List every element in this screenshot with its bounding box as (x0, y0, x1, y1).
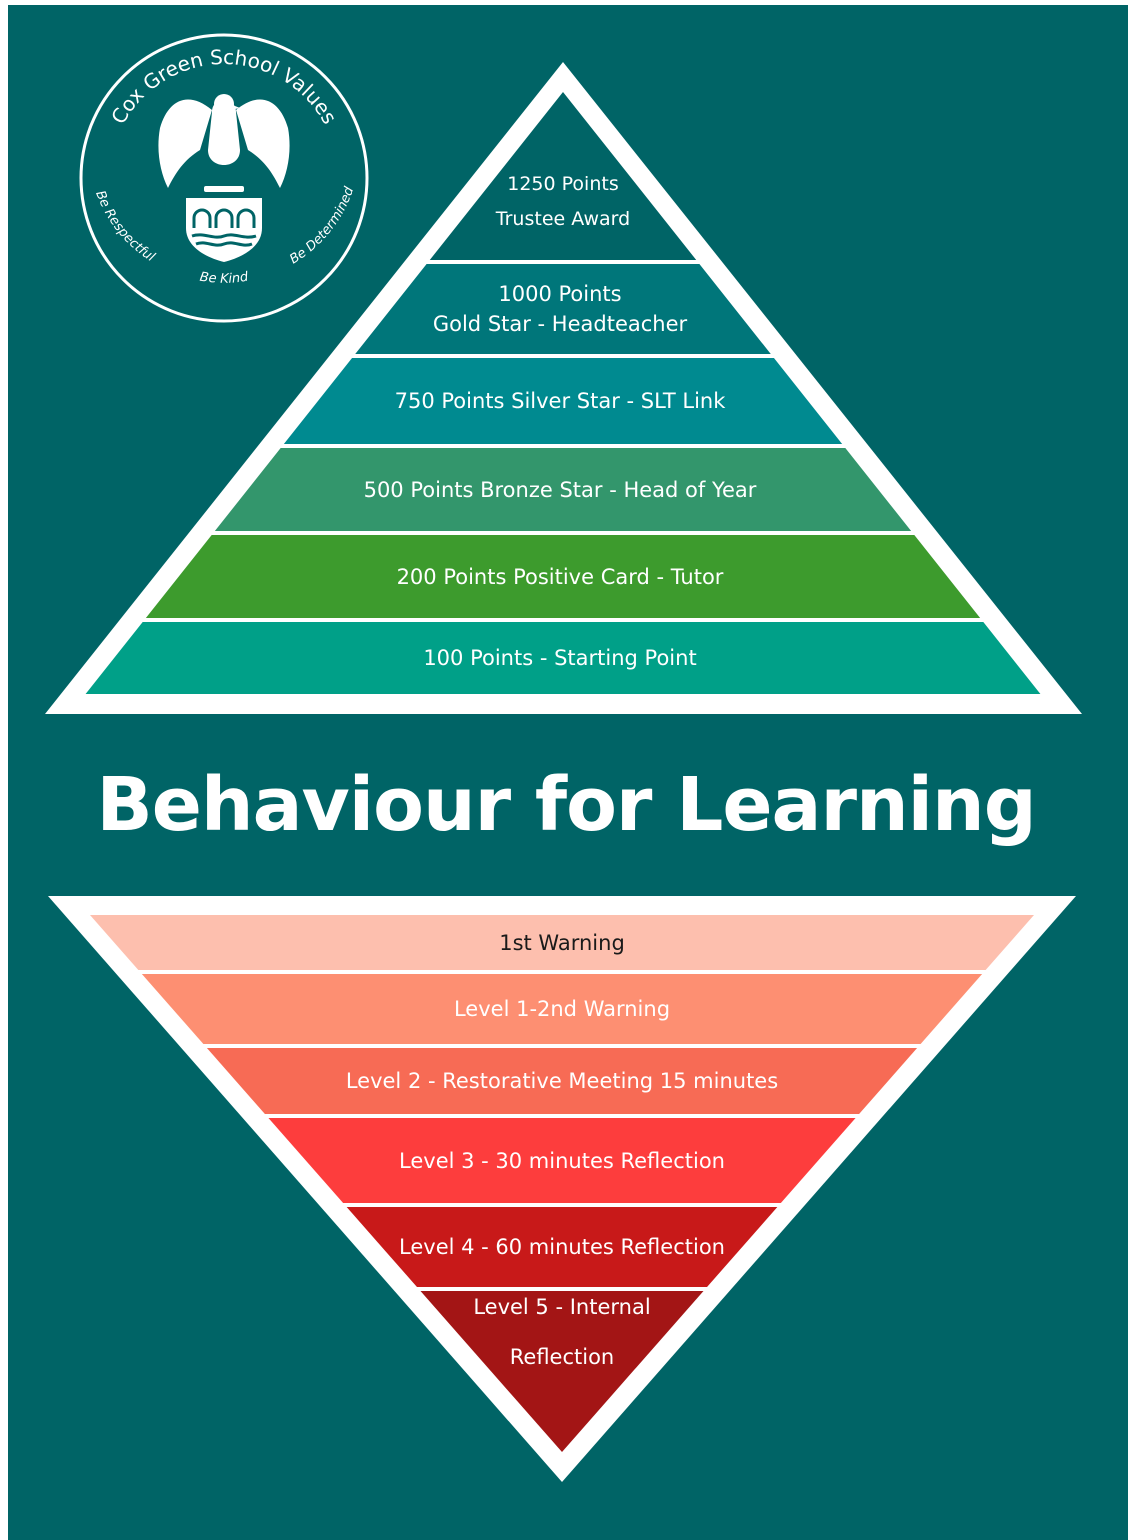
sanction-tier-band (206, 1048, 918, 1114)
sanction-tier-line: Level 1-2nd Warning (453, 997, 671, 1021)
reward-pyramid (85, 92, 1041, 694)
sanction-tier-band (141, 974, 983, 1044)
reward-tier-band (145, 535, 981, 618)
reward-tier-label: 500 Points Bronze Star - Head of Year (364, 475, 757, 505)
sanction-tier-line: 1st Warning (499, 930, 625, 955)
reward-tier-line: 100 Points - Starting Point (423, 646, 697, 670)
reward-tier-label: 200 Points Positive Card - Tutor (397, 562, 724, 592)
sanction-tier-line: Level 3 - 30 minutes Reflection (399, 1148, 725, 1173)
sanction-tier-label: Level 2 - Restorative Meeting 15 minutes (346, 1066, 778, 1096)
sanction-tier-label: Level 3 - 30 minutes Reflection (399, 1146, 725, 1176)
reward-tier-line: 500 Points Bronze Star - Head of Year (363, 477, 757, 502)
sanction-tier-label: Level 4 - 60 minutes Reflection (399, 1232, 725, 1262)
reward-tier-band (85, 622, 1041, 694)
main-title: Behaviour for Learning (96, 762, 1036, 848)
reward-tier-label: 100 Points - Starting Point (423, 643, 696, 673)
reward-tier-line: 1250 Points (507, 173, 619, 195)
reward-tier-line: Trustee Award (495, 208, 631, 230)
reward-tier-line: Gold Star - Headteacher (432, 312, 688, 336)
reward-tier-band (214, 448, 912, 531)
sanction-tier-label: 1st Warning (499, 928, 625, 958)
sanction-tier-line: Level 4 - 60 minutes Reflection (399, 1235, 725, 1259)
seal-value-2: Be Kind (199, 270, 250, 287)
sanction-tier-line: Level 5 - Internal (473, 1295, 651, 1319)
sanction-tier-label: Level 1-2nd Warning (454, 994, 670, 1024)
sanction-tier-band (420, 1291, 704, 1452)
reward-tier-label: 750 Points Silver Star - SLT Link (395, 386, 726, 416)
reward-tier-line: 1000 Points (498, 282, 622, 306)
sanction-tier-band (90, 915, 1034, 970)
school-seal: Cox Green School Values Be Respectful Be… (79, 33, 369, 323)
reward-tier-line: 200 Points Positive Card - Tutor (396, 564, 724, 589)
sanction-tier-line: Reflection (509, 1345, 615, 1369)
reward-tier-band (355, 264, 771, 354)
reward-tier-band (429, 92, 697, 260)
reward-tier-line: 750 Points Silver Star - SLT Link (394, 389, 726, 413)
sanction-tier-band (346, 1207, 778, 1287)
seal-value-3: Be Determined (287, 184, 357, 267)
reward-tier-band (283, 358, 843, 444)
shield-bridge-icon (191, 208, 257, 247)
sanction-tier-band (268, 1118, 856, 1203)
sanction-tier-line: Level 2 - Restorative Meeting 15 minutes (345, 1069, 779, 1093)
eagle-crest-icon (158, 94, 290, 262)
sanction-pyramid (90, 915, 1034, 1452)
